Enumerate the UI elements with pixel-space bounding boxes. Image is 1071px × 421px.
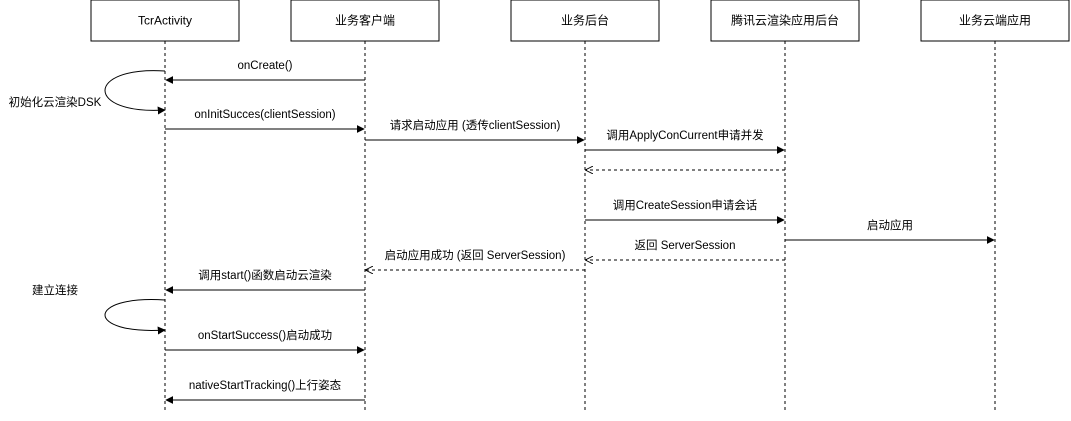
message-label: 请求启动应用 (透传clientSession)	[390, 118, 561, 132]
message-8: 启动应用	[785, 218, 995, 244]
actor-box	[290, 0, 440, 42]
message-7: 调用CreateSession申请会话	[585, 199, 785, 224]
self-call-arrow	[104, 70, 166, 115]
self-call-arrow	[104, 299, 166, 335]
actor-tcr: TcrActivity	[90, 0, 240, 42]
actor-box	[510, 0, 660, 42]
message-3: onInitSucces(clientSession)	[165, 109, 365, 133]
actor-box	[710, 0, 860, 42]
message-14: nativeStartTracking()上行姿态	[165, 379, 365, 404]
actor-client: 业务客户端	[290, 0, 440, 42]
message-label: onInitSucces(clientSession)	[194, 109, 335, 121]
actor-box	[920, 0, 1070, 42]
actor-cloudapp: 业务云端应用	[920, 0, 1070, 42]
message-10: 启动应用成功 (返回 ServerSession)	[366, 248, 585, 270]
message-label: onCreate()	[238, 60, 293, 72]
message-13: onStartSuccess()启动成功	[165, 329, 365, 354]
actor-label: 腾讯云渲染应用后台	[731, 13, 839, 28]
message-label: 启动应用成功 (返回 ServerSession)	[385, 248, 566, 262]
message-1: onCreate()	[165, 60, 365, 84]
actor-box	[90, 0, 240, 42]
actor-label: TcrActivity	[138, 14, 192, 28]
message-label: 启动应用	[867, 218, 913, 232]
message-label: nativeStartTracking()上行姿态	[189, 379, 342, 392]
message-label: 初始化云渲染DSK	[9, 95, 102, 109]
message-label: 建立连接	[32, 283, 78, 297]
message-label: 返回 ServerSession	[635, 239, 736, 252]
messages: onCreate() 初始化云渲染DSK onInitSucces(clientSe…	[9, 60, 995, 404]
message-5: 调用ApplyConCurrent申请并发	[585, 128, 785, 154]
message-9: 返回 ServerSession	[586, 239, 785, 260]
message-4: 请求启动应用 (透传clientSession)	[365, 118, 585, 144]
actor-tencent: 腾讯云渲染应用后台	[710, 0, 860, 42]
message-label: 调用CreateSession申请会话	[613, 199, 758, 212]
actor-backend: 业务后台	[510, 0, 660, 42]
message-12: 建立连接	[32, 283, 166, 335]
message-11: 调用start()函数启动云渲染	[165, 268, 365, 294]
actor-label: 业务客户端	[335, 13, 395, 28]
lifelines	[164, 41, 996, 410]
actor-label: 业务后台	[561, 13, 609, 28]
message-2: 初始化云渲染DSK	[9, 70, 166, 115]
message-label: 调用start()函数启动云渲染	[198, 268, 332, 282]
actor-label: 业务云端应用	[959, 13, 1031, 28]
actors: TcrActivity 业务客户端 业务后台 腾讯云渲染应用后台 业务云端应用	[90, 0, 1070, 42]
message-label: onStartSuccess()启动成功	[198, 329, 332, 342]
message-label: 调用ApplyConCurrent申请并发	[606, 128, 764, 142]
